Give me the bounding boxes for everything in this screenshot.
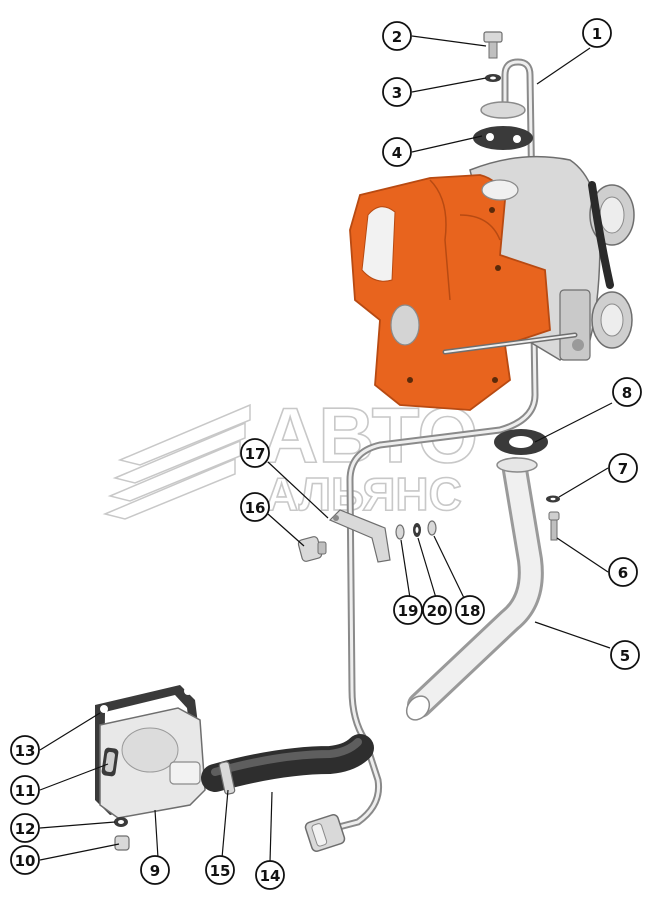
callout-circle	[140, 855, 170, 885]
callout-9: 9	[140, 855, 170, 885]
callout-label: 17	[245, 445, 266, 463]
callout-11: 11	[10, 775, 40, 805]
callout-label: 2	[392, 28, 402, 46]
callout-16: 16	[240, 492, 270, 522]
oil-drain-pipe	[405, 457, 544, 721]
callout-circle	[205, 855, 235, 885]
callout-circle	[455, 595, 485, 625]
callout-19: 19	[393, 595, 423, 625]
callout-label: 5	[620, 647, 630, 665]
pipe-bracket	[328, 509, 391, 563]
callout-17: 17	[240, 438, 270, 468]
callout-circle	[393, 595, 423, 625]
callout-label: 15	[210, 862, 231, 880]
plug-10	[114, 835, 130, 851]
watermark: АВТО АЛЬЯНС	[102, 390, 479, 521]
bolt-right	[548, 511, 560, 541]
callout-label: 11	[15, 782, 36, 800]
washer-12	[114, 817, 128, 827]
callout-circle	[255, 860, 285, 890]
top-flange-gasket	[473, 101, 533, 150]
callout-label: 12	[15, 820, 36, 838]
small-fasteners	[395, 520, 437, 540]
rubber-hose	[201, 734, 374, 795]
callout-3: 3	[382, 77, 412, 107]
washer-right	[546, 495, 560, 503]
callout-18: 18	[455, 595, 485, 625]
callout-label: 1	[592, 25, 602, 43]
callout-circle	[422, 595, 452, 625]
watermark-logo-icon	[102, 403, 251, 520]
callout-10: 10	[10, 845, 40, 875]
callout-label: 9	[150, 862, 160, 880]
callout-circle	[10, 813, 40, 843]
watermark-line2: АЛЬЯНС	[265, 468, 462, 520]
fitting-16	[297, 536, 327, 562]
callout-circle	[608, 557, 638, 587]
callout-circle	[382, 21, 412, 51]
callout-6: 6	[608, 557, 638, 587]
callout-2: 2	[382, 21, 412, 51]
callout-circle	[582, 18, 612, 48]
callout-label: 8	[622, 384, 632, 402]
callout-14: 14	[255, 860, 285, 890]
callout-circle	[10, 775, 40, 805]
leader-lines	[39, 35, 613, 863]
callout-label: 14	[260, 867, 281, 885]
oil-feed-pipe	[304, 58, 539, 852]
callout-4: 4	[382, 137, 412, 167]
callout-circle	[382, 137, 412, 167]
callout-label: 18	[460, 602, 481, 620]
callout-label: 3	[392, 84, 402, 102]
callout-5: 5	[610, 640, 640, 670]
callout-label: 19	[398, 602, 419, 620]
callout-12: 12	[10, 813, 40, 843]
turbocharger	[349, 155, 635, 411]
callout-label: 4	[392, 144, 402, 162]
callout-circle	[10, 845, 40, 875]
callout-label: 13	[15, 742, 36, 760]
callout-circle	[240, 438, 270, 468]
outlet-gasket	[494, 429, 548, 455]
callout-label: 16	[245, 499, 266, 517]
callout-20: 20	[422, 595, 452, 625]
callout-8: 8	[612, 377, 642, 407]
cover-bolt	[101, 747, 119, 777]
callout-label: 6	[618, 564, 628, 582]
cover-housing	[99, 707, 206, 819]
bolt-top	[483, 31, 503, 59]
callout-13: 13	[10, 735, 40, 765]
callout-circle	[610, 640, 640, 670]
callout-1: 1	[582, 18, 612, 48]
callout-15: 15	[205, 855, 235, 885]
callout-label: 10	[15, 852, 36, 870]
callout-7: 7	[608, 453, 638, 483]
callout-circle	[608, 453, 638, 483]
callout-circle	[240, 492, 270, 522]
callout-label: 20	[427, 602, 448, 620]
callout-circle	[382, 77, 412, 107]
washer-top	[485, 74, 501, 82]
callout-circle	[10, 735, 40, 765]
callout-circle	[612, 377, 642, 407]
callout-label: 7	[618, 460, 628, 478]
